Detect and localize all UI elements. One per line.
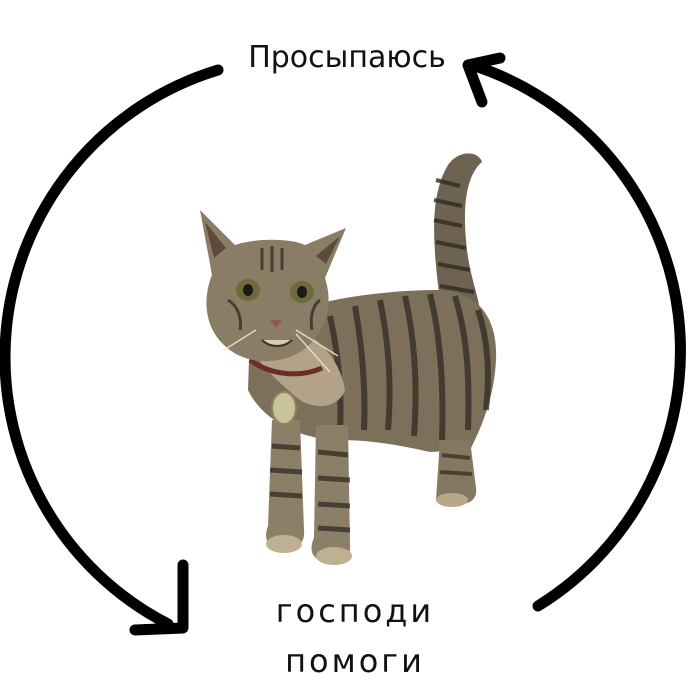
bottom-caption-line-1: господи [275, 592, 435, 630]
cycle-arrow-right [462, 52, 686, 612]
cat-icon [200, 153, 497, 565]
top-caption: Просыпаюсь [248, 40, 446, 75]
cycle-arrow-left [0, 64, 224, 636]
bottom-caption-line-2: помоги [285, 642, 425, 680]
